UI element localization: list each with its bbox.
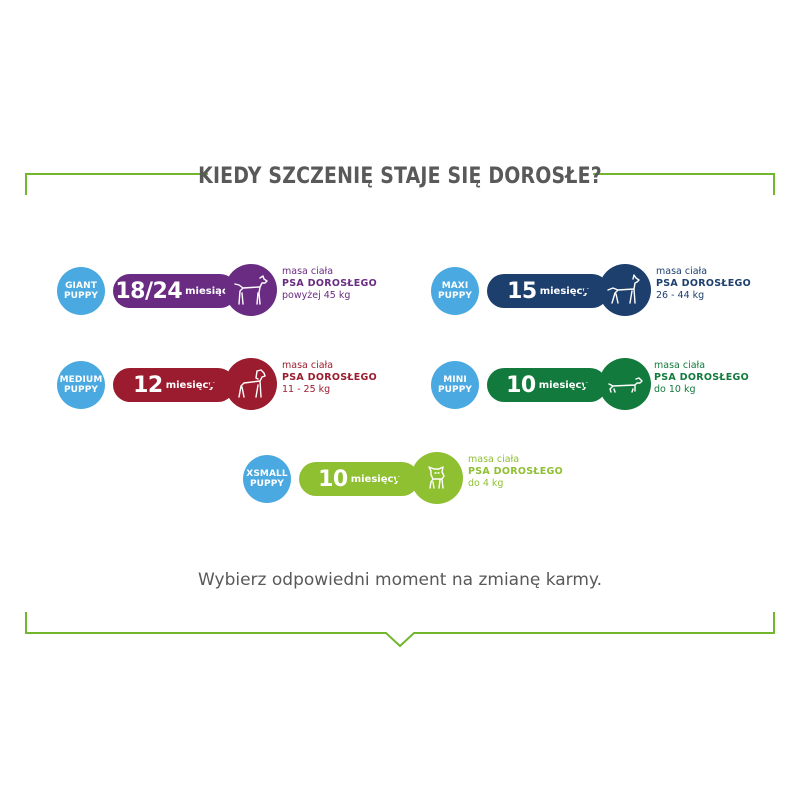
shepherd-dog-icon	[599, 264, 651, 316]
xsmall-puppy-row: XSMALL PUPPY 10 miesięcy masa ciała PSA …	[243, 452, 573, 508]
giant-age-pill: 18/24 miesiące	[113, 274, 237, 308]
maxi-arrow-stem	[584, 289, 592, 293]
mini-puppy-row: MINI PUPPY 10 miesięcy masa ciała PSA DO…	[431, 358, 761, 414]
medium-info: masa ciała PSA DOROSŁEGO 11 - 25 kg	[282, 360, 377, 396]
frame-left-tick	[25, 173, 27, 195]
age-number: 10	[318, 466, 348, 492]
age-number: 12	[133, 372, 163, 398]
spaniel-dog-icon	[225, 358, 277, 410]
adult-label: PSA DOROSŁEGO	[654, 372, 750, 383]
maxi-info: masa ciała PSA DOROSŁEGO 26 - 44 kg	[656, 266, 751, 302]
badge-line1: MEDIUM	[59, 375, 103, 385]
mini-puppy-badge: MINI PUPPY	[431, 361, 479, 409]
age-unit: miesięcy	[350, 473, 400, 485]
age-number: 15	[507, 278, 537, 304]
maxi-arrow-icon	[590, 284, 599, 298]
age-unit: miesiące	[185, 285, 235, 297]
medium-arrow-icon	[216, 378, 225, 392]
maxi-puppy-row: MAXI PUPPY 15 miesięcy masa ciała PSA DO…	[431, 264, 761, 320]
badge-line1: MAXI	[441, 281, 469, 291]
age-unit: miesięcy	[538, 379, 588, 391]
badge-line1: XSMALL	[246, 469, 288, 479]
xsmall-arrow-icon	[402, 472, 411, 486]
medium-arrow-stem	[210, 383, 218, 387]
badge-line1: GIANT	[65, 281, 97, 291]
maxi-age-pill: 15 miesięcy	[487, 274, 609, 308]
giant-puppy-row: GIANT PUPPY 18/24 miesiące masa ciała PS…	[57, 264, 387, 320]
xsmall-info: masa ciała PSA DOROSŁEGO do 4 kg	[468, 454, 563, 490]
giant-puppy-badge: GIANT PUPPY	[57, 267, 105, 315]
adult-label: PSA DOROSŁEGO	[656, 278, 752, 289]
medium-puppy-badge: MEDIUM PUPPY	[57, 361, 105, 409]
giant-info: masa ciała PSA DOROSŁEGO powyżej 45 kg	[282, 266, 377, 302]
mass-label: masa ciała	[282, 266, 334, 277]
mini-info: masa ciała PSA DOROSŁEGO do 10 kg	[654, 360, 749, 396]
badge-line2: PUPPY	[63, 385, 99, 395]
mini-arrow-icon	[590, 378, 599, 392]
xsmall-arrow-stem	[396, 477, 404, 481]
frame-bottom-left-tick	[25, 612, 27, 634]
page-title: KIEDY SZCZENIĘ STAJE SIĘ DOROSŁE?	[198, 164, 602, 189]
footer-message: Wybierz odpowiedni moment na zmianę karm…	[198, 570, 602, 590]
dachshund-icon	[599, 358, 651, 410]
badge-line2: PUPPY	[437, 385, 473, 395]
frame-bottom-right-tick	[773, 612, 775, 634]
adult-label: PSA DOROSŁEGO	[282, 278, 378, 289]
adult-label: PSA DOROSŁEGO	[468, 466, 564, 477]
medium-puppy-row: MEDIUM PUPPY 12 miesięcy masa ciała PSA …	[57, 358, 387, 414]
badge-line2: PUPPY	[249, 479, 285, 489]
xsmall-puppy-badge: XSMALL PUPPY	[243, 455, 291, 503]
frame-right-tick	[773, 173, 775, 195]
age-number: 10	[506, 372, 536, 398]
age-number: 18/24	[115, 278, 183, 304]
age-unit: miesięcy	[539, 285, 589, 297]
weight-range: do 4 kg	[468, 478, 504, 489]
weight-range: 26 - 44 kg	[656, 290, 705, 301]
badge-line2: PUPPY	[437, 291, 473, 301]
badge-line1: MINI	[443, 375, 467, 385]
frame-bottom-line	[25, 632, 775, 648]
mini-arrow-stem	[584, 383, 592, 387]
mass-label: masa ciała	[654, 360, 706, 371]
age-unit: miesięcy	[165, 379, 215, 391]
weight-range: powyżej 45 kg	[282, 290, 351, 301]
small-dog-icon	[411, 452, 463, 504]
weight-range: do 10 kg	[654, 384, 696, 395]
adult-label: PSA DOROSŁEGO	[282, 372, 378, 383]
frame-top-left-line	[25, 173, 208, 175]
weight-range: 11 - 25 kg	[282, 384, 331, 395]
badge-line2: PUPPY	[63, 291, 99, 301]
frame-top-right-line	[593, 173, 775, 175]
mass-label: masa ciała	[468, 454, 520, 465]
great-dane-icon	[225, 264, 277, 316]
mass-label: masa ciała	[656, 266, 708, 277]
maxi-puppy-badge: MAXI PUPPY	[431, 267, 479, 315]
mass-label: masa ciała	[282, 360, 334, 371]
